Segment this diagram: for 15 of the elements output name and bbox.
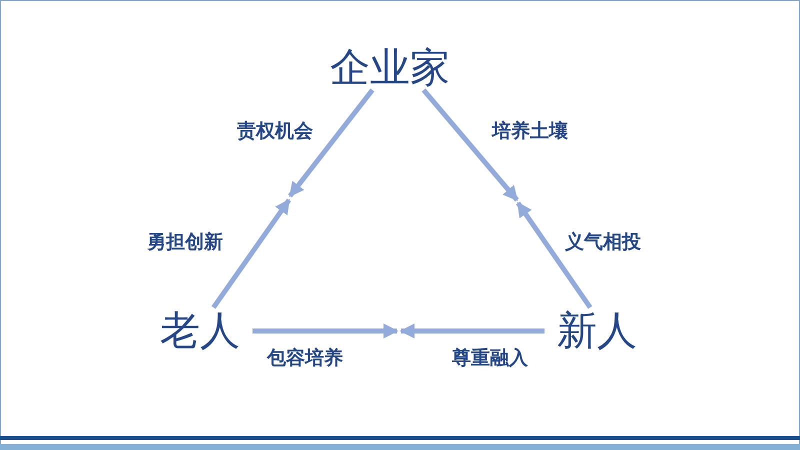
edge-label: 义气相投 (564, 232, 642, 252)
edge-label: 尊重融入 (451, 348, 529, 368)
edge-label: 勇担创新 (146, 232, 224, 252)
arrow (211, 198, 292, 309)
arrow (422, 88, 519, 202)
edge-label: 培养土壤 (491, 120, 569, 142)
arrow (400, 324, 544, 338)
node-label: 老人 (160, 311, 240, 351)
node-label: 企业家 (330, 48, 450, 88)
arrow (252, 324, 398, 338)
arrow (288, 88, 374, 198)
edge-label: 包容培养 (266, 348, 344, 368)
node-label: 新人 (557, 311, 637, 351)
arrow (516, 202, 592, 309)
edge-label: 责权机会 (236, 120, 314, 142)
